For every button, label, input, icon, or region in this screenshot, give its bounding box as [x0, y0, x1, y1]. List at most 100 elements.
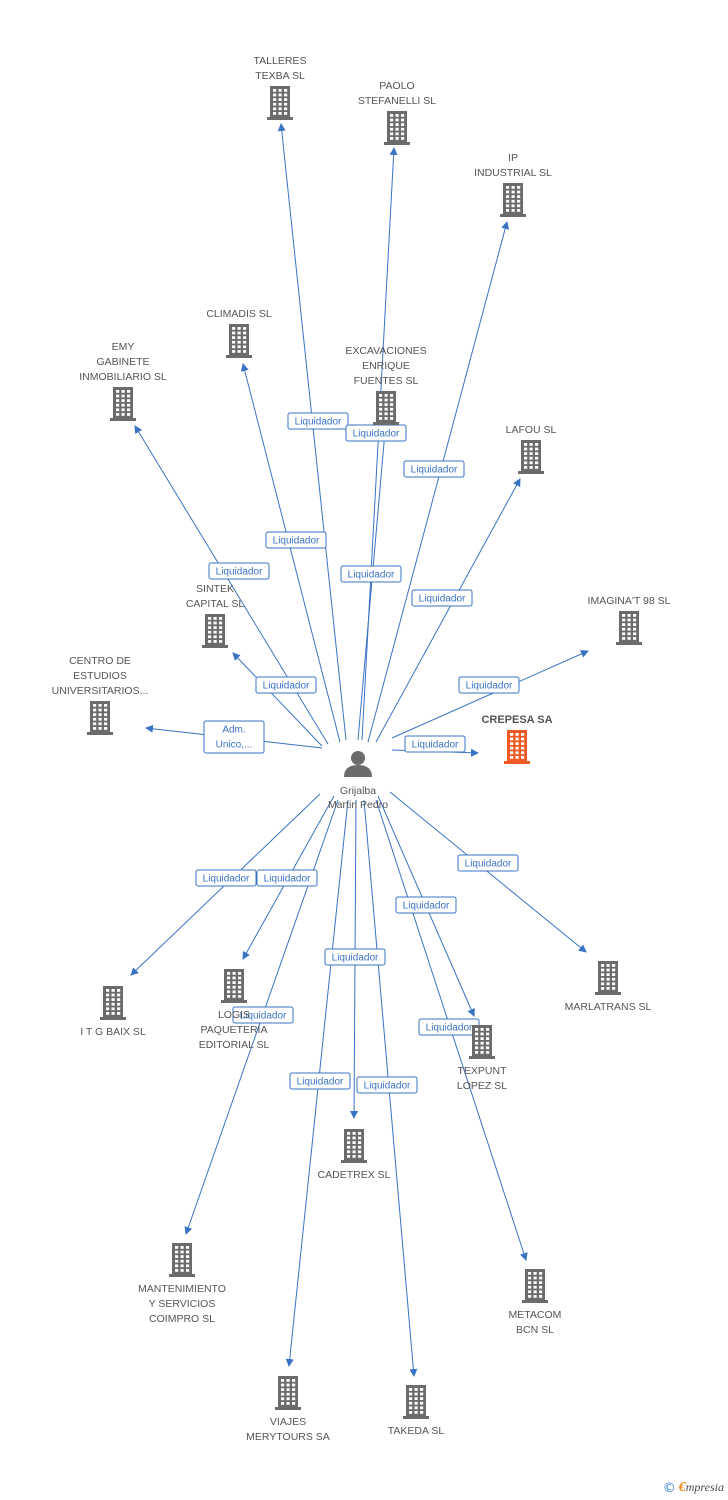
edge-label-text: Liquidador	[466, 681, 513, 692]
company-name: EMY	[112, 341, 135, 353]
company-name: CREPESA SA	[481, 714, 552, 726]
company-name: MANTENIMIENTO	[138, 1283, 226, 1295]
edge-label-viajes[interactable]: Liquidador	[289, 1072, 351, 1090]
company-node-talleres[interactable]: TALLERES TEXBA SL	[254, 55, 307, 120]
edge-label-itg[interactable]: Liquidador	[195, 869, 257, 887]
company-node-marlatrans[interactable]: MARLATRANS SL	[565, 961, 652, 1013]
edge-label-imaginat[interactable]: Liquidador	[458, 676, 520, 694]
company-name: ESTUDIOS	[73, 670, 127, 682]
company-name: IMAGINA'T 98 SL	[588, 595, 671, 607]
edge-label-cadetrex[interactable]: Liquidador	[324, 948, 386, 966]
building-icon	[469, 1025, 495, 1059]
company-node-centro[interactable]: CENTRO DE ESTUDIOS UNIVERSITARIOS...	[52, 655, 149, 735]
edge-label-text: Liquidador	[348, 570, 395, 581]
company-name: INDUSTRIAL SL	[474, 167, 552, 179]
company-name: TEXBA SL	[255, 70, 305, 82]
company-name: UNIVERSITARIOS...	[52, 685, 149, 697]
company-name: BCN SL	[516, 1324, 554, 1336]
company-node-ip[interactable]: IP INDUSTRIAL SL	[474, 152, 552, 217]
company-name: LOPEZ SL	[457, 1080, 507, 1092]
edge-label-climadis[interactable]: Liquidador	[265, 531, 327, 549]
company-name: I T G BAIX SL	[80, 1026, 146, 1038]
edge-sintek	[232, 652, 323, 747]
building-icon	[202, 614, 228, 648]
company-node-climadis[interactable]: CLIMADIS SL	[206, 308, 272, 358]
edge-label-ip[interactable]: Liquidador	[403, 460, 465, 478]
edge-label-talleres[interactable]: Liquidador	[287, 412, 349, 430]
company-name: LAFOU SL	[506, 424, 557, 436]
edge-paolo	[361, 147, 398, 741]
building-icon	[341, 1129, 367, 1163]
building-icon	[595, 961, 621, 995]
company-node-cadetrex[interactable]: CADETREX SL	[318, 1129, 391, 1181]
person-name: Grijalba	[340, 785, 376, 797]
edge-label-mantenimiento[interactable]: Liquidador	[232, 1006, 294, 1024]
edge-lafou	[375, 478, 521, 743]
company-name: Y SERVICIOS	[149, 1298, 216, 1310]
edge-label-lafou[interactable]: Liquidador	[411, 589, 473, 607]
edge-label-text: Liquidador	[353, 429, 400, 440]
edge-label-excavaciones[interactable]: Liquidador	[340, 565, 402, 583]
company-node-lafou[interactable]: LAFOU SL	[506, 424, 557, 474]
edge-label-emy[interactable]: Liquidador	[208, 562, 270, 580]
company-name: GABINETE	[96, 356, 149, 368]
company-node-takeda[interactable]: TAKEDA SL	[388, 1385, 445, 1437]
company-node-itg[interactable]: I T G BAIX SL	[80, 986, 146, 1038]
edge-label-text: Liquidador	[332, 953, 379, 964]
building-icon	[504, 730, 530, 764]
edge-label-logis[interactable]: Liquidador	[256, 869, 318, 887]
building-icon	[110, 387, 136, 421]
building-icon	[87, 701, 113, 735]
building-icon	[226, 324, 252, 358]
edge-ip	[367, 221, 510, 743]
company-name: TALLERES	[254, 55, 307, 67]
brand-footer: © €mpresia	[663, 1480, 724, 1496]
edge-label-text: Adm.	[222, 725, 245, 736]
company-name: ENRIQUE	[362, 360, 410, 372]
edge-climadis	[240, 363, 341, 743]
edge-label-text: Liquidador	[203, 874, 250, 885]
building-icon	[500, 183, 526, 217]
edge-label-paolo[interactable]: Liquidador	[345, 424, 407, 442]
building-icon	[169, 1243, 195, 1277]
edge-label-centro[interactable]: Adm.Unico,...	[203, 720, 265, 754]
edge-label-text: Liquidador	[364, 1081, 411, 1092]
edge-imaginat	[391, 650, 589, 739]
company-name: FUENTES SL	[354, 375, 419, 387]
company-name: MARLATRANS SL	[565, 1001, 652, 1013]
edge-label-text: Liquidador	[419, 594, 466, 605]
edge-label-text: Liquidador	[297, 1077, 344, 1088]
edge-label-text: Liquidador	[264, 874, 311, 885]
building-icon	[384, 111, 410, 145]
company-node-imaginat[interactable]: IMAGINA'T 98 SL	[588, 595, 671, 645]
edge-label-marlatrans[interactable]: Liquidador	[457, 854, 519, 872]
edge-label-metacom[interactable]: Liquidador	[418, 1018, 480, 1036]
edge-label-text: Liquidador	[411, 465, 458, 476]
building-icon	[267, 86, 293, 120]
company-name: MERYTOURS SA	[246, 1431, 330, 1443]
edge-label-sintek[interactable]: Liquidador	[255, 676, 317, 694]
edge-label-texpunt[interactable]: Liquidador	[395, 896, 457, 914]
edge-label-crepesa[interactable]: Liquidador	[404, 735, 466, 753]
company-name: IP	[508, 152, 518, 164]
company-node-crepesa[interactable]: CREPESA SA	[481, 714, 553, 764]
edge-label-takeda[interactable]: Liquidador	[356, 1076, 418, 1094]
building-icon	[403, 1385, 429, 1419]
company-name: CENTRO DE	[69, 655, 131, 667]
edge-label-text: Liquidador	[403, 901, 450, 912]
building-icon	[518, 440, 544, 474]
edge-marlatrans	[389, 791, 587, 953]
edge-label-text: Liquidador	[273, 536, 320, 547]
edge-label-text: Liquidador	[412, 740, 459, 751]
